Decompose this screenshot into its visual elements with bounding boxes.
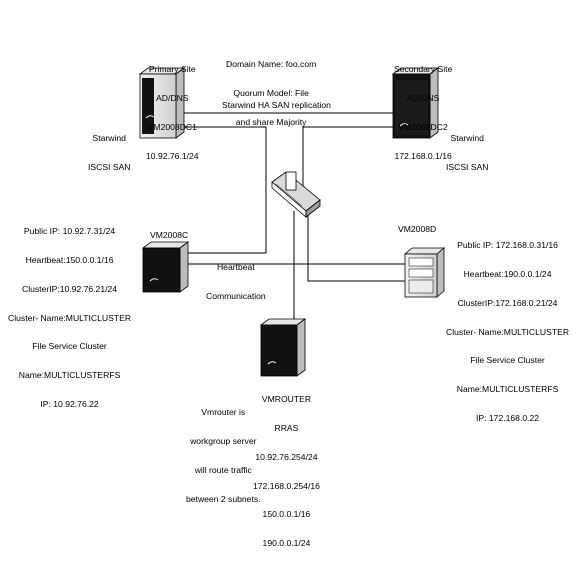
heartbeat-line: Communication — [206, 290, 266, 301]
node-d-to-switch-link — [307, 211, 405, 282]
router-note-line: will route traffic — [194, 464, 252, 475]
node-c-name: VM2008C — [150, 230, 189, 240]
router-detail-line: 150.0.0.1/16 — [262, 509, 311, 520]
domain-info-line: Domain Name: foo.com — [226, 59, 317, 70]
primary-site-label: Primary Site AD/DNS VM2008DC1 10.92.76.1… — [146, 46, 199, 180]
secondary-san-label: Starwind ISCSI SAN — [446, 115, 489, 192]
node-c-to-switch-link — [180, 237, 267, 254]
node-d-detail-line: Name:MULTICLUSTERFS — [456, 384, 559, 395]
node-d-details: Public IP: 172.168.0.31/16 Heartbeat:190… — [446, 222, 569, 443]
router-note: Vmrouter is workgroup server will route … — [186, 389, 261, 523]
node-d-server-icon — [403, 247, 446, 298]
domain-info-line: and share Majority — [235, 116, 307, 127]
router-note-line: Vmrouter is — [201, 407, 246, 418]
secondary-site-line: 172.168.0.1/16 — [394, 150, 452, 161]
router-detail-line: RRAS — [274, 422, 299, 433]
node-c-detail-line: File Service Cluster — [32, 341, 107, 352]
primary-site-line: Primary Site — [148, 64, 196, 75]
secondary-server-icon — [391, 67, 440, 139]
heartbeat-line: Heartbeat — [216, 262, 255, 273]
node-c-detail-line: Heartbeat:150.0.0.1/16 — [25, 254, 114, 265]
secondary-site-label: Secondary Site AD/DNS VM2008DC2 172.168.… — [394, 46, 452, 180]
domain-info: Domain Name: foo.com Quorum Model: File … — [226, 41, 316, 147]
router-detail-line: 172.168.0.254/16 — [253, 480, 320, 491]
node-d-detail-line: IP: 172.168.0.22 — [475, 412, 540, 423]
node-c-detail-line: ClusterIP:10.92.76.21/24 — [21, 283, 118, 294]
primary-san-line: ISCSI SAN — [88, 161, 131, 172]
node-d-detail-line: Public IP: 172.168.0.31/16 — [457, 240, 558, 251]
secondary-to-switch-link — [302, 126, 393, 196]
secondary-site-line: VM2008DC2 — [398, 121, 448, 132]
secondary-san-line: Starwind — [450, 133, 484, 144]
node-c-detail-line: Public IP: 10.92.7.31/24 — [23, 226, 116, 237]
router-note-line: between 2 subnets. — [186, 493, 261, 504]
replication-label: Starwind HA SAN replication — [222, 100, 331, 110]
node-c-detail-line: Cluster- Name:MULTICLUSTER — [8, 312, 132, 323]
node-d-detail-line: Heartbeat:190.0.0.1/24 — [463, 268, 552, 279]
primary-server-icon — [138, 67, 186, 139]
router-detail-line: 190.0.0.1/24 — [262, 538, 311, 549]
router-note-line: workgroup server — [190, 435, 257, 446]
secondary-site-line: AD/DNS — [406, 92, 440, 103]
primary-to-switch-link — [176, 126, 267, 237]
primary-san-line: Starwind — [92, 133, 126, 144]
primary-site-line: VM2008DC1 — [147, 121, 197, 132]
router-detail-line: VMROUTER — [261, 394, 312, 405]
node-c-detail-line: IP: 10.92.76.22 — [40, 398, 99, 409]
router-server-icon — [259, 318, 307, 377]
primary-san-label: Starwind ISCSI SAN — [88, 115, 131, 192]
node-d-detail-line: Cluster- Name:MULTICLUSTER — [446, 326, 570, 337]
network-diagram: Domain Name: foo.com Quorum Model: File … — [8, 41, 569, 548]
secondary-san-line: ISCSI SAN — [446, 161, 489, 172]
node-d-name: VM2008D — [398, 224, 437, 234]
domain-info-line: Quorum Model: File — [233, 87, 309, 98]
network-switch-icon — [271, 171, 321, 218]
node-d-detail-line: File Service Cluster — [470, 355, 545, 366]
diagram-canvas — [138, 67, 446, 377]
router-details: VMROUTER RRAS 10.92.76.254/24 172.168.0.… — [253, 376, 320, 568]
primary-site-line: AD/DNS — [156, 92, 189, 103]
router-detail-line: 10.92.76.254/24 — [255, 451, 318, 462]
node-c-detail-line: Name:MULTICLUSTERFS — [18, 370, 121, 381]
node-c-server-icon — [141, 241, 190, 293]
node-d-detail-line: ClusterIP:172.168.0.21/24 — [457, 297, 558, 308]
heartbeat-label: Heartbeat Communication — [206, 244, 266, 321]
primary-site-line: 10.92.76.1/24 — [146, 150, 199, 161]
secondary-site-line: Secondary Site — [394, 64, 453, 75]
node-c-details: Public IP: 10.92.7.31/24 Heartbeat:150.0… — [8, 208, 131, 429]
